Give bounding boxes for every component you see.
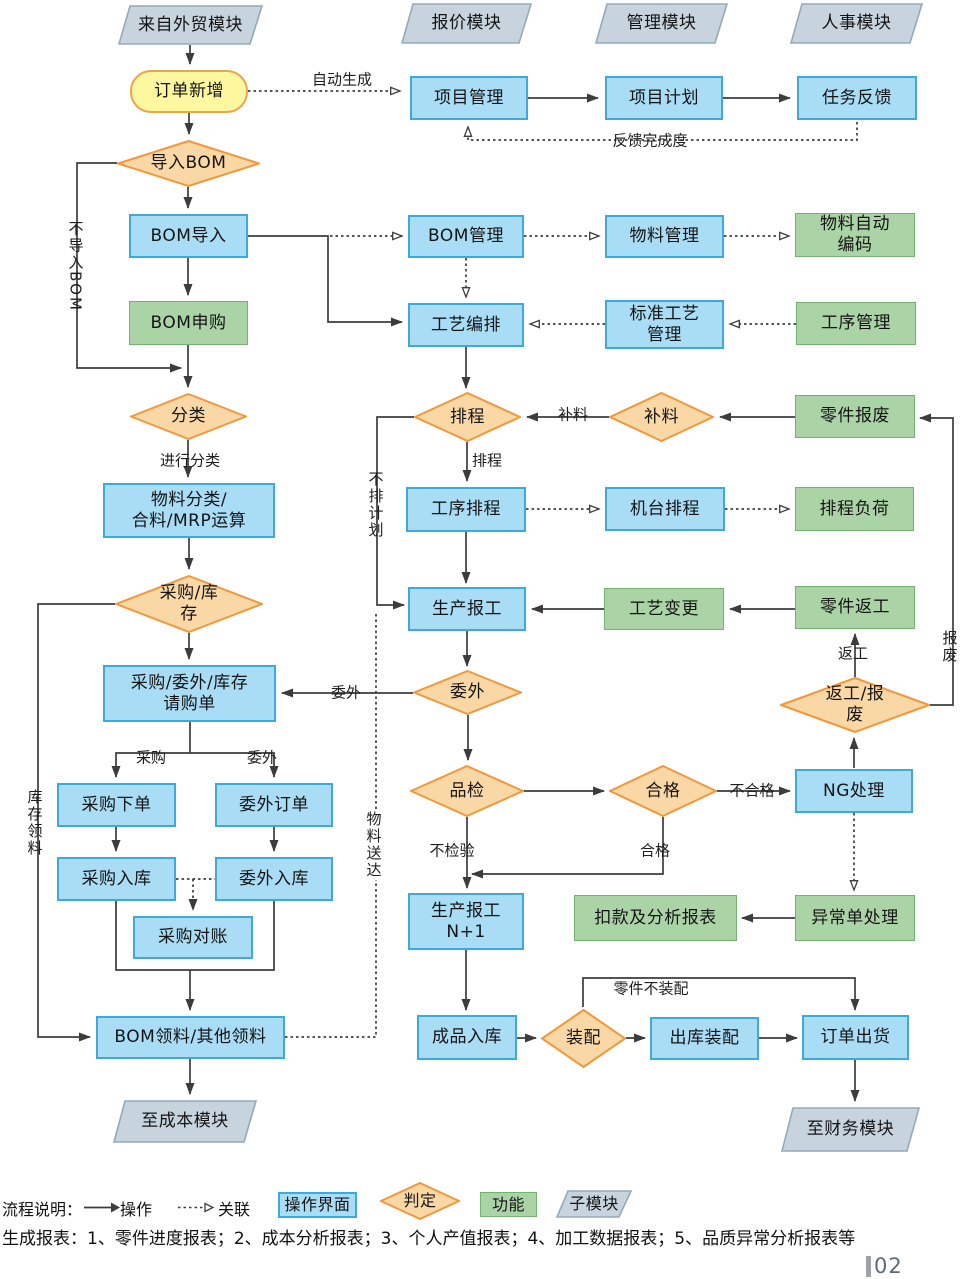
legend-solid-arrow-icon	[84, 1202, 120, 1213]
edge-connector	[76, 162, 182, 373]
edge-connector	[190, 752, 279, 778]
edge-connector	[471, 817, 664, 879]
page-number: 02	[866, 1254, 903, 1278]
edge-connector	[919, 413, 954, 706]
legend-relation-label: 关联	[218, 1200, 251, 1219]
edge-connector	[115, 901, 275, 971]
page-number-label: 02	[874, 1254, 903, 1278]
reports-note: 生成报表：1、零件进度报表；2、成本分析报表；3、个人产值报表；4、加工数据报表…	[2, 1229, 856, 1249]
legend-operation-label: 操作	[120, 1200, 153, 1219]
legend-dotted-arrow-icon	[178, 1202, 215, 1213]
legend-title: 流程说明：	[2, 1200, 83, 1219]
edge-connector	[582, 977, 860, 1011]
edge-connector	[37, 603, 115, 1042]
edge-connector	[376, 416, 414, 610]
edge-connector	[468, 122, 858, 141]
edge-connector	[285, 613, 377, 1038]
edge-connector	[111, 752, 190, 778]
edge-connector	[248, 235, 403, 327]
page-number-bar-icon	[866, 1255, 871, 1277]
